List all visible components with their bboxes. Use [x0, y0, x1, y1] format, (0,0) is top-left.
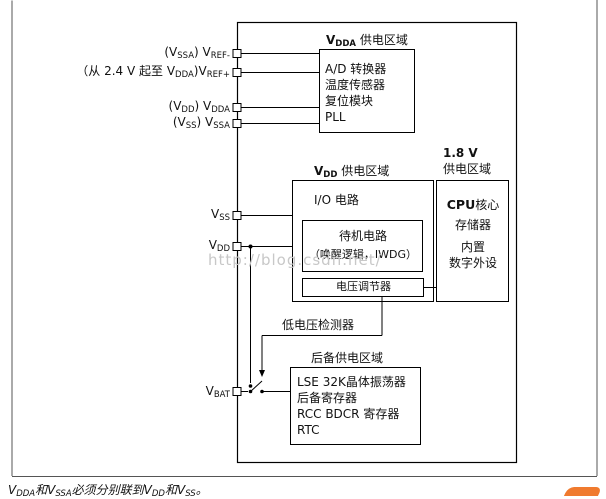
vdda-domain-box: [319, 49, 415, 133]
backup-item-rtc: RTC: [297, 423, 320, 437]
junction-vdd: [248, 244, 253, 249]
label-vdd: VDD: [208, 238, 230, 254]
core-domain-box: [436, 180, 509, 302]
pin-vref-plus: [232, 68, 242, 77]
detector-arrow: [259, 370, 265, 377]
label-vbat: VBAT: [205, 384, 230, 400]
watermark-text: http://blog.csdn.net/: [208, 251, 382, 269]
core-item-digital-peripherals: 数字外设: [448, 256, 497, 270]
core-domain-voltage: 1.8 V: [443, 146, 478, 160]
core-item-cpu: CPU核心: [446, 197, 500, 212]
label-vref-plus: （从 2.4 V 起至 VDDA)VREF+: [76, 64, 230, 80]
switch-blade: [250, 380, 263, 392]
standby-line2: （唤醒逻辑，IWDG）: [308, 248, 418, 261]
backup-item-registers: 后备寄存器: [297, 391, 358, 405]
standby-box: [302, 220, 423, 272]
vdda-item-adc: A/D 转换器: [325, 62, 387, 76]
regulator-box: [302, 278, 424, 297]
label-vref-minus: (VSSA) VREF-: [164, 45, 230, 61]
io-circuit-label: I/O 电路: [314, 193, 359, 207]
backup-domain-items: LSE 32K晶体振荡器 后备寄存器 RCC BDCR 寄存器 RTC: [297, 374, 406, 438]
vdd-domain-box: [292, 180, 434, 302]
pin-vss: [232, 211, 242, 220]
pin-vssa: [232, 119, 242, 128]
backup-item-rcc-bdcr: RCC BDCR 寄存器: [297, 407, 400, 421]
core-item-memory: 存储器: [454, 218, 491, 232]
low-voltage-detector-label: 低电压检测器: [282, 318, 355, 332]
vdd-domain-title: VDD 供电区域: [314, 164, 390, 180]
standby-line1: 待机电路: [338, 229, 387, 243]
vdda-item-pll: PLL: [325, 110, 346, 124]
vdda-item-reset: 复位模块: [325, 94, 374, 108]
backup-item-lse: LSE 32K晶体振荡器: [297, 375, 406, 389]
switch-contact-top: [248, 384, 253, 388]
corner-decoration: [563, 487, 603, 496]
vdda-domain-items: A/D 转换器 温度传感器 复位模块 PLL: [325, 61, 386, 125]
pin-vdda: [232, 103, 242, 112]
backup-domain-title: 后备供电区域: [311, 351, 384, 365]
core-domain-title: 供电区域: [443, 162, 492, 176]
label-vdda: (VDD) VDDA: [168, 99, 230, 115]
pin-vref-minus: [232, 49, 242, 58]
label-vss: VSS: [210, 207, 230, 223]
pin-vdd: [232, 242, 242, 251]
caption: VDDA和VSSA必须分别联到VDD和VSS。: [8, 483, 208, 499]
vdda-domain-title: VDDA 供电区域: [326, 33, 408, 49]
pin-vbat: [232, 387, 242, 396]
regulator-label: 电压调节器: [336, 280, 391, 293]
label-vssa: (VSS) VSSA: [172, 115, 230, 131]
vdda-item-temp-sensor: 温度传感器: [325, 78, 386, 92]
backup-domain-box: [290, 367, 421, 445]
core-item-builtin: 内置: [460, 240, 485, 254]
